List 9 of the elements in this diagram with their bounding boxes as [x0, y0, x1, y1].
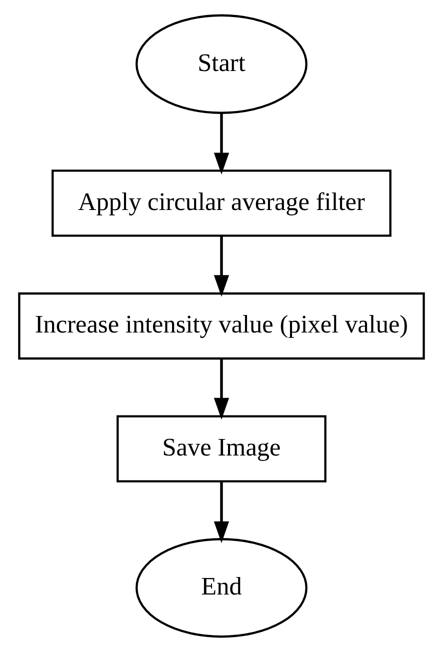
node-ellipse: End — [136, 538, 308, 638]
node-box: Apply circular average filter — [52, 170, 392, 237]
node-box: Increase intensity value (pixel value) — [18, 292, 425, 360]
arrow — [214, 113, 230, 174]
arrow — [214, 236, 230, 297]
node-box: Save Image — [116, 415, 326, 482]
arrow — [214, 481, 230, 544]
arrow — [214, 359, 230, 420]
node-ellipse: Start — [136, 14, 308, 114]
